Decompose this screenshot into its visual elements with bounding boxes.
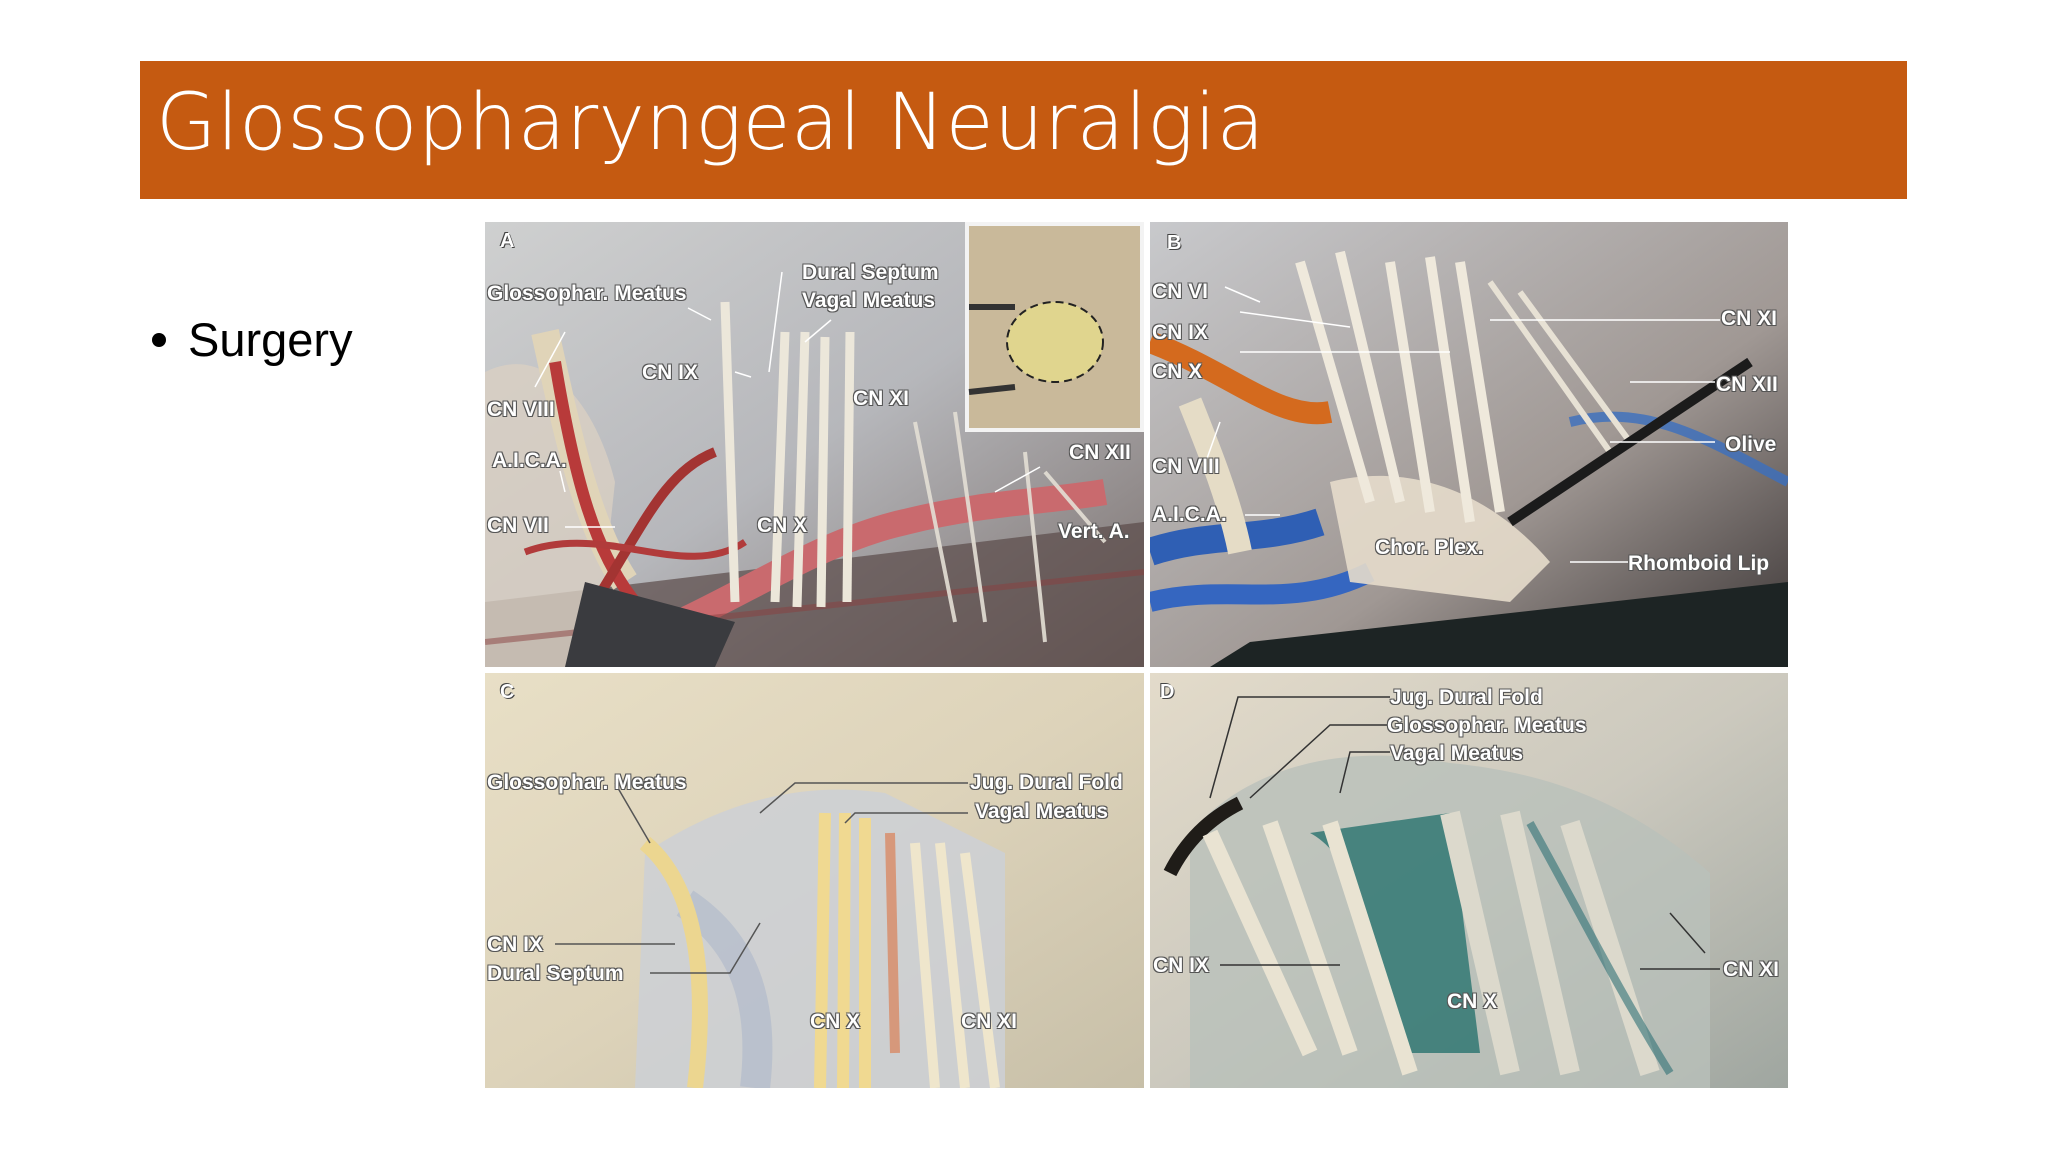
label-cn-viii: CN VIII bbox=[487, 398, 555, 421]
panel-c-photo bbox=[485, 673, 1144, 1088]
panel-a-photo bbox=[485, 222, 1144, 667]
label-cn-vi: CN VI bbox=[1152, 280, 1209, 303]
label-dural-septum: Dural Septum bbox=[487, 962, 624, 985]
label-aica: A.I.C.A. bbox=[1152, 503, 1227, 526]
label-dural-septum: Dural Septum bbox=[802, 261, 939, 284]
panel-d-letter: D bbox=[1160, 681, 1175, 703]
label-cn-xi: CN XI bbox=[961, 1010, 1018, 1033]
panel-b: B CN VI CN IX CN X CN XI CN XII Olive CN… bbox=[1150, 222, 1788, 667]
label-vert-a: Vert. A. bbox=[1058, 520, 1130, 543]
label-cn-ix: CN IX bbox=[1153, 954, 1210, 977]
bullet-text: Surgery bbox=[188, 313, 353, 366]
bullet-dot-icon bbox=[152, 332, 166, 347]
label-cn-xi: CN XI bbox=[1723, 958, 1780, 981]
label-cn-x: CN X bbox=[1152, 360, 1203, 383]
label-cn-x: CN X bbox=[757, 514, 808, 537]
panel-d-photo bbox=[1150, 673, 1788, 1088]
label-cn-xi: CN XI bbox=[1721, 307, 1778, 330]
panel-c: C Glossophar. Meatus Jug. Dural Fold Vag… bbox=[485, 673, 1144, 1088]
label-olive: Olive bbox=[1725, 433, 1777, 456]
label-cn-ix: CN IX bbox=[642, 361, 699, 384]
label-cn-vii: CN VII bbox=[487, 514, 549, 537]
label-cn-viii: CN VIII bbox=[1152, 455, 1220, 478]
label-jug-dural-fold: Jug. Dural Fold bbox=[1390, 686, 1543, 709]
panel-b-letter: B bbox=[1167, 232, 1182, 254]
label-glossophar-meatus: Glossophar. Meatus bbox=[487, 771, 687, 794]
anatomy-figure: A Glossophar. Meatus Dural Septum Vagal … bbox=[485, 222, 1788, 1088]
label-vagal-meatus: Vagal Meatus bbox=[802, 289, 936, 312]
label-cn-ix: CN IX bbox=[487, 933, 544, 956]
label-cn-ix: CN IX bbox=[1152, 321, 1209, 344]
label-cn-xii: CN XII bbox=[1069, 441, 1131, 464]
label-chor-plex: Chor. Plex. bbox=[1375, 536, 1484, 559]
label-cn-x: CN X bbox=[1447, 990, 1498, 1013]
label-rhomboid-lip: Rhomboid Lip bbox=[1628, 552, 1770, 575]
panel-c-letter: C bbox=[500, 681, 515, 703]
panel-b-photo bbox=[1150, 222, 1788, 667]
slide-title: Glossopharyngeal Neuralgia bbox=[156, 78, 1265, 168]
bullet-item: Surgery bbox=[152, 312, 353, 367]
label-cn-x: CN X bbox=[810, 1010, 861, 1033]
label-cn-xii: CN XII bbox=[1716, 373, 1778, 396]
label-vagal-meatus: Vagal Meatus bbox=[1390, 742, 1524, 765]
panel-a: A Glossophar. Meatus Dural Septum Vagal … bbox=[485, 222, 1144, 667]
label-glossophar-meatus: Glossophar. Meatus bbox=[487, 282, 687, 305]
panel-a-letter: A bbox=[500, 230, 515, 252]
label-cn-xi: CN XI bbox=[853, 387, 910, 410]
label-vagal-meatus: Vagal Meatus bbox=[975, 800, 1109, 823]
title-bar: Glossopharyngeal Neuralgia bbox=[140, 61, 1907, 199]
label-glossophar-meatus: Glossophar. Meatus bbox=[1387, 714, 1587, 737]
label-aica: A.I.C.A. bbox=[492, 449, 567, 472]
panel-d: D Jug. Dural Fold Glossophar. Meatus Vag… bbox=[1150, 673, 1788, 1088]
label-jug-dural-fold: Jug. Dural Fold bbox=[970, 771, 1123, 794]
